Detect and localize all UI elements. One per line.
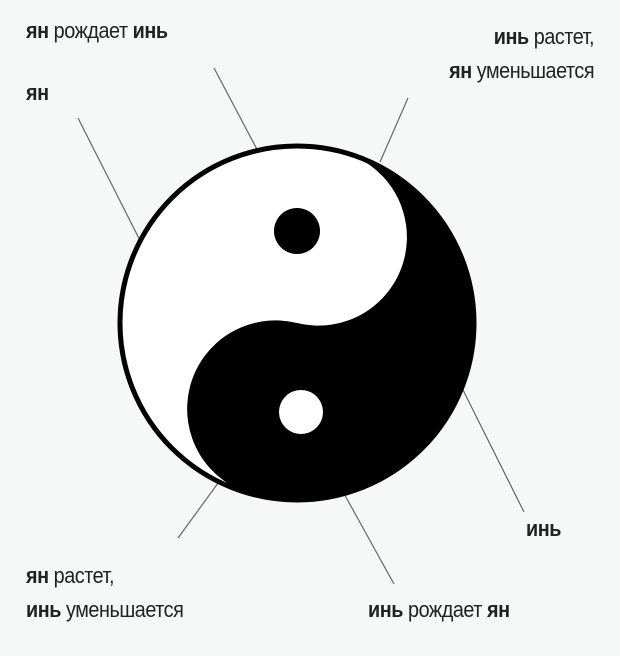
label-bold: ян xyxy=(26,563,49,588)
yin-dot xyxy=(274,208,320,254)
label-yin-grows: инь растет, ян уменьшается xyxy=(449,24,594,84)
label-text: уменьшается xyxy=(476,58,595,83)
label-bold: ян xyxy=(26,80,49,105)
label-bold: инь xyxy=(368,597,403,622)
label-yang-grows: ян растет, инь уменьшается xyxy=(26,563,184,623)
label-bold: инь xyxy=(132,18,168,43)
label-yang: ян xyxy=(26,80,49,106)
label-bold: ян xyxy=(486,597,510,622)
leader-line-yin xyxy=(461,387,525,513)
leader-line-yin-births-yang xyxy=(341,489,395,585)
label-bold: инь xyxy=(26,597,61,622)
label-text: рождает xyxy=(408,597,482,622)
label-yang-births-yin: ян рождает инь xyxy=(26,18,168,44)
label-text: растет, xyxy=(533,24,595,49)
label-text: уменьшается xyxy=(66,597,184,622)
label-text: растет, xyxy=(53,563,115,588)
label-bold: ян xyxy=(449,58,472,83)
yin-half xyxy=(187,151,474,500)
leader-line-yin-grows xyxy=(379,97,409,163)
label-bold: инь xyxy=(493,24,529,49)
outer-ring xyxy=(117,143,477,503)
label-yin: инь xyxy=(526,516,561,542)
label-bold: инь xyxy=(526,516,561,541)
label-text: рождает xyxy=(53,18,128,43)
yang-dot xyxy=(279,390,323,434)
label-bold: ян xyxy=(26,18,49,43)
label-yin-births-yang: инь рождает ян xyxy=(368,597,510,623)
